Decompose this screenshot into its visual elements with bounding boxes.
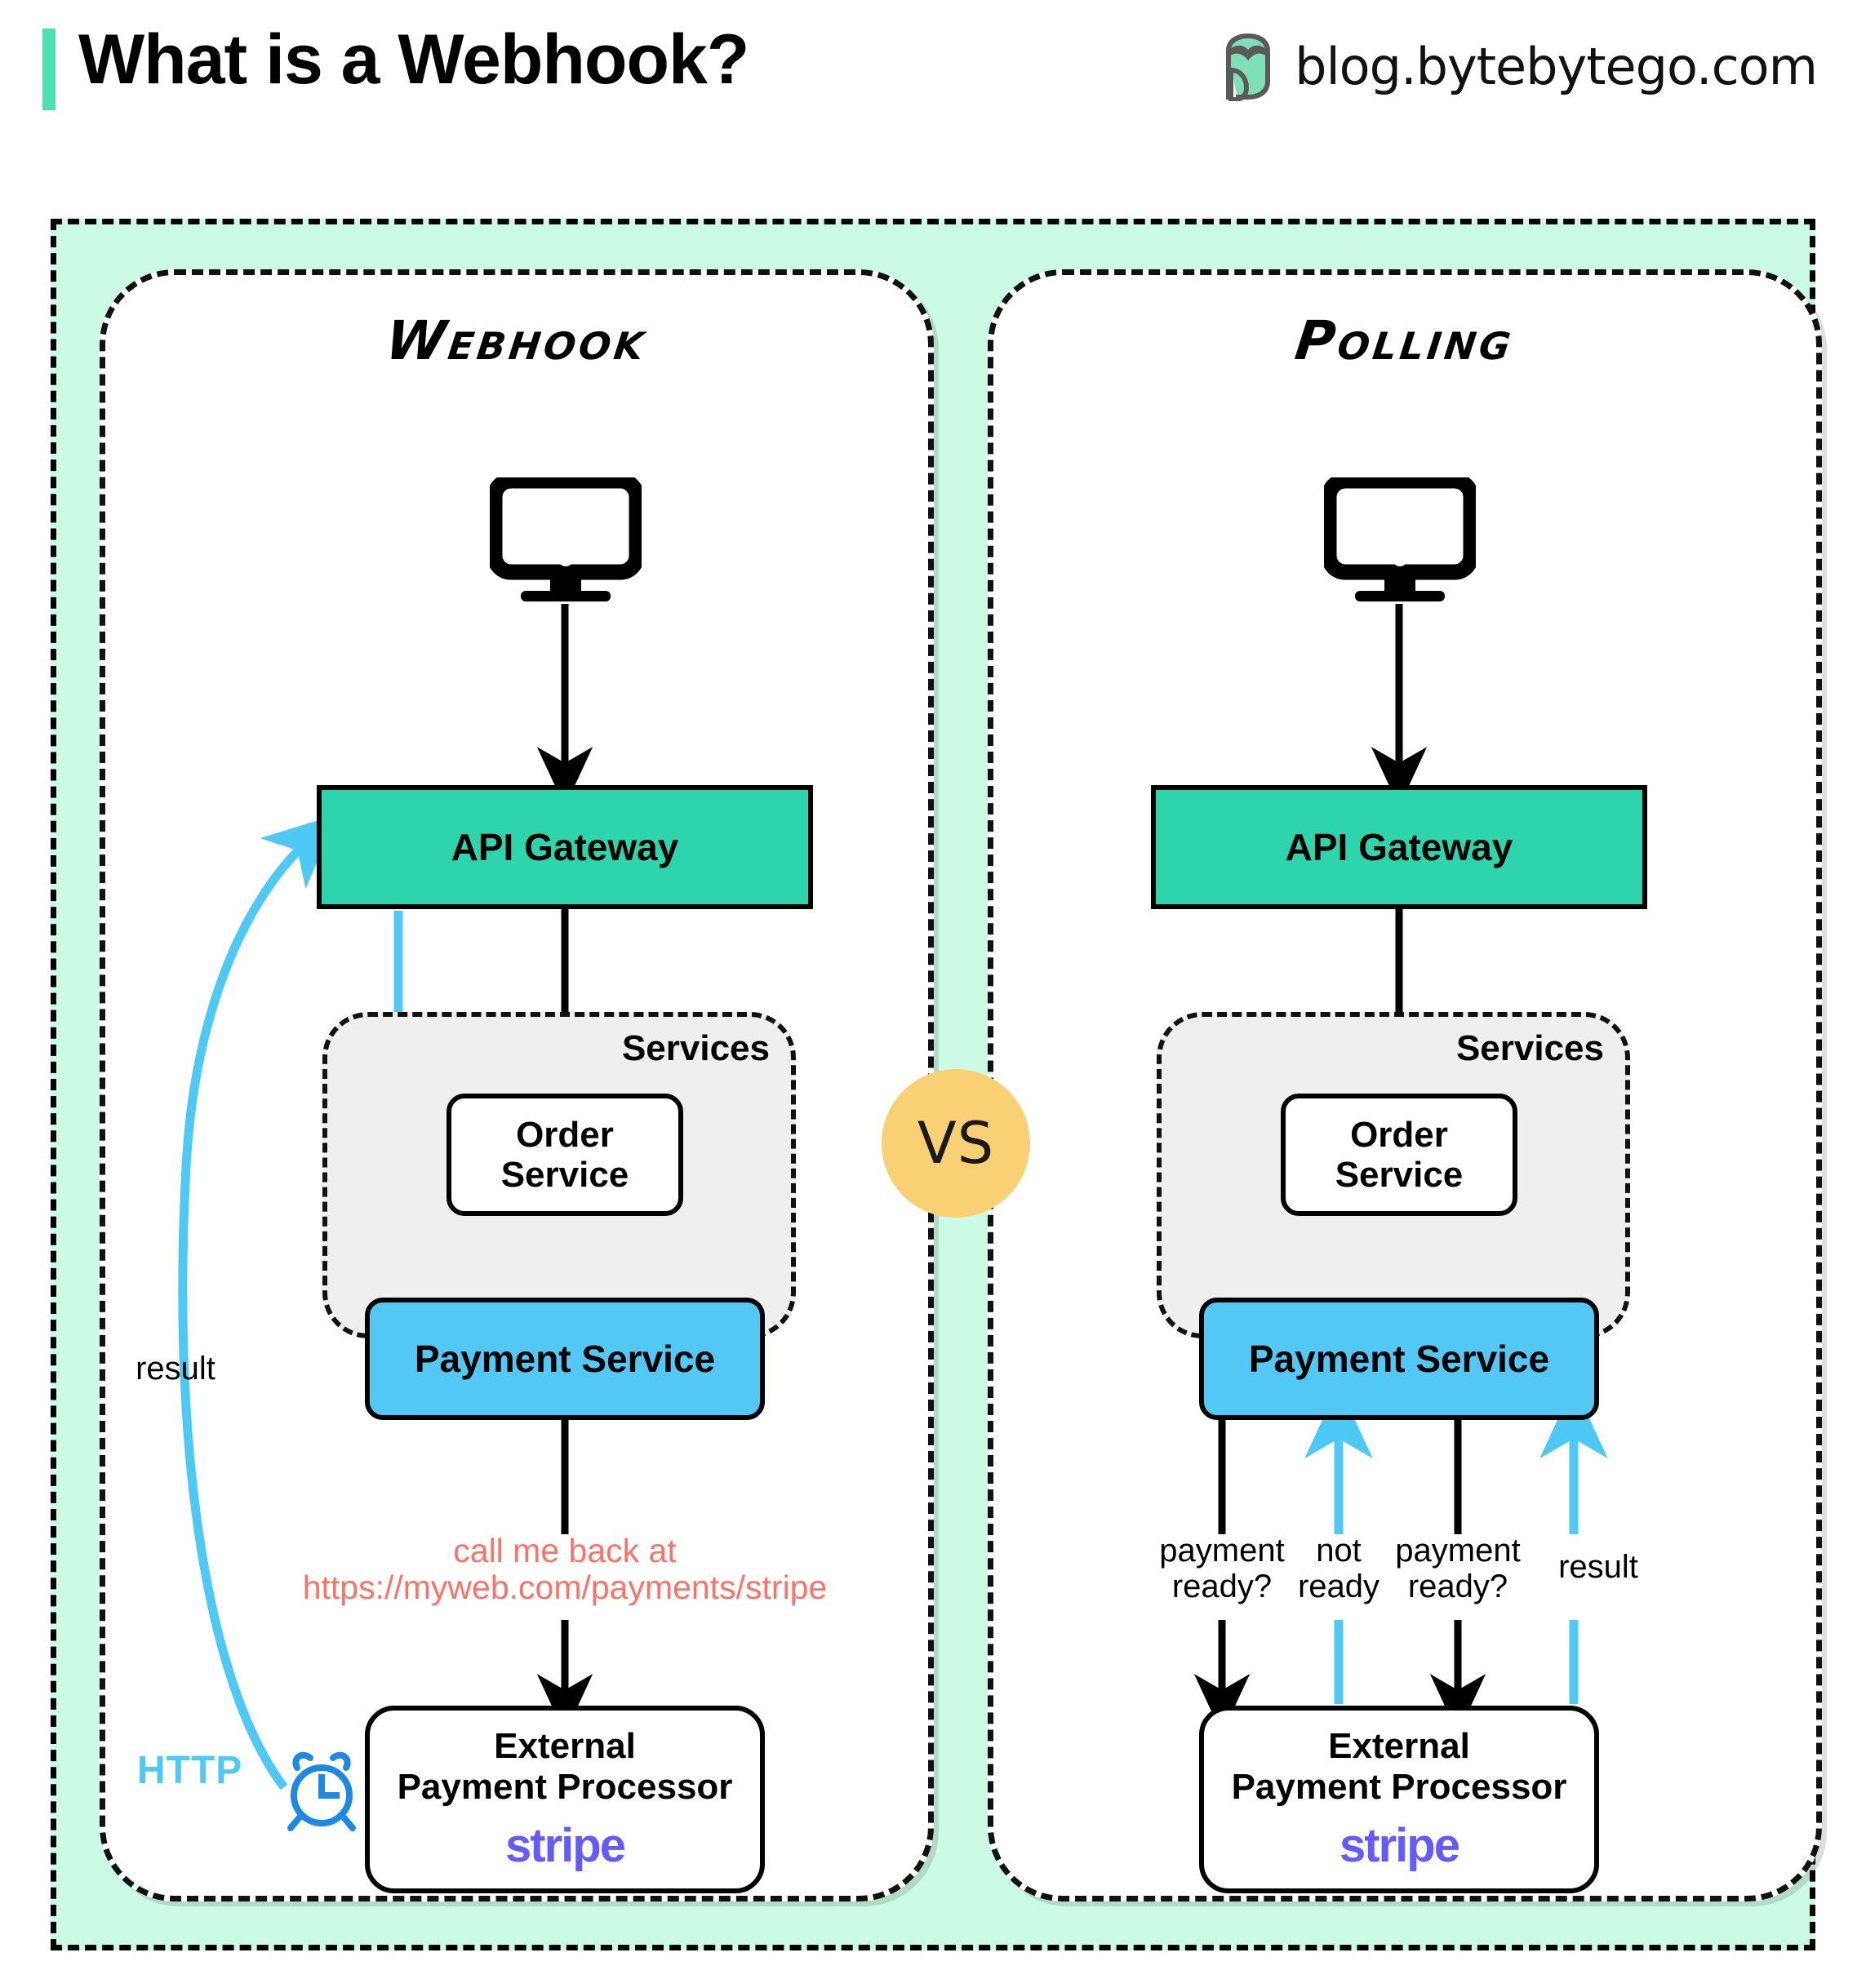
webhook-api-gateway-label: API Gateway [451, 826, 679, 868]
polling-panel-heading: Polling [1291, 309, 1518, 372]
polling-not-ready-line2: ready [1297, 1569, 1380, 1604]
polling-services-label: Services [1455, 1028, 1604, 1068]
bytebytego-logo-icon [1226, 33, 1271, 101]
webhook-result-label: result [136, 1351, 215, 1387]
polling-request-2-label: payment ready? [1395, 1533, 1520, 1604]
webhook-processor-label-line2: Payment Processor [397, 1766, 733, 1807]
webhook-payment-service-label: Payment Service [414, 1338, 716, 1380]
webhook-services-label: Services [621, 1028, 770, 1068]
polling-stripe-wordmark: stripe [1340, 1818, 1460, 1872]
page-title: What is a Webhook? [78, 20, 749, 99]
polling-request-2-line2: ready? [1407, 1569, 1508, 1604]
webhook-api-gateway-node[interactable]: API Gateway [317, 785, 813, 909]
polling-payment-service-node[interactable]: Payment Service [1199, 1298, 1599, 1420]
polling-order-service-node[interactable]: Order Service [1281, 1094, 1517, 1216]
vs-badge: VS [882, 1069, 1030, 1218]
polling-request-1-line2: ready? [1171, 1569, 1273, 1604]
webhook-callback-note: call me back at https://myweb.com/paymen… [302, 1532, 828, 1607]
webhook-payment-service-node[interactable]: Payment Service [365, 1298, 765, 1420]
webhook-order-service-node[interactable]: Order Service [447, 1094, 683, 1216]
webhook-http-label: HTTP [137, 1749, 243, 1792]
polling-processor-label-line1: External [1328, 1726, 1470, 1767]
brand-block: blog.bytebytego.com [1220, 31, 1818, 101]
polling-api-gateway-node[interactable]: API Gateway [1151, 785, 1647, 909]
webhook-order-service-label-line1: Order [516, 1114, 614, 1155]
webhook-order-service-label-line2: Service [500, 1155, 629, 1195]
polling-result-label: result [1558, 1549, 1638, 1585]
webhook-client-monitor-icon [490, 477, 642, 601]
polling-not-ready-label: not ready [1298, 1533, 1380, 1604]
webhook-external-processor-node[interactable]: External Payment Processor stripe [365, 1706, 765, 1893]
polling-order-service-label-line2: Service [1335, 1155, 1464, 1195]
polling-request-1-label: payment ready? [1159, 1533, 1284, 1604]
polling-api-gateway-label: API Gateway [1285, 826, 1513, 868]
polling-order-service-label-line1: Order [1350, 1114, 1448, 1155]
polling-not-ready-line1: not [1316, 1533, 1362, 1569]
alarm-clock-icon [287, 1751, 356, 1831]
page-header: What is a Webhook? blog.bytebytego.com [0, 0, 1866, 212]
webhook-processor-label-line1: External [494, 1726, 636, 1767]
polling-external-processor-node[interactable]: External Payment Processor stripe [1199, 1706, 1599, 1893]
webhook-callback-note-line2: https://myweb.com/payments/stripe [302, 1569, 828, 1607]
webhook-stripe-wordmark: stripe [505, 1818, 626, 1872]
webhook-callback-note-line1: call me back at [453, 1532, 677, 1569]
polling-request-2-line1: payment [1395, 1533, 1521, 1569]
polling-processor-label-line2: Payment Processor [1231, 1766, 1567, 1807]
title-accent-bar [42, 29, 56, 110]
webhook-panel-heading: Webhook [382, 309, 651, 372]
polling-payment-service-label: Payment Service [1248, 1338, 1550, 1380]
polling-request-1-line1: payment [1159, 1533, 1285, 1569]
vs-badge-label: VS [917, 1110, 995, 1177]
polling-client-monitor-icon [1324, 477, 1476, 601]
brand-text: blog.bytebytego.com [1295, 36, 1818, 96]
